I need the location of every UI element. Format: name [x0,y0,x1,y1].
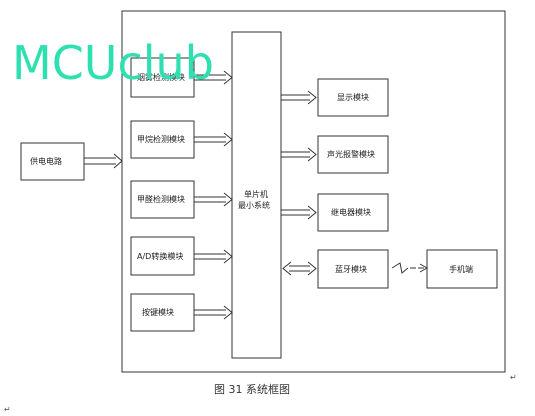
methane-module-block: 甲烷检测模块 [130,120,195,159]
ad-module-block: A/D转换模块 [130,236,195,276]
formaldehyde-to-mcu-arrow [194,192,233,207]
bluetooth-module-block: 蓝牙模块 [317,249,389,289]
mcu-label-line1: 单片机 [244,189,268,199]
power-to-frame-arrow [84,153,123,169]
ad-to-mcu-arrow [194,249,233,264]
mcu-to-alarm-arrow [281,147,317,162]
mcu-bluetooth-bidirectional-arrow [282,261,317,276]
methane-module-label: 甲烷检测模块 [137,134,185,144]
wireless-link [391,262,429,274]
phone-block: 手机端 [426,249,498,289]
bluetooth-module-label: 蓝牙模块 [335,264,367,274]
paragraph-mark: ↵ [510,373,517,382]
methane-to-mcu-arrow [194,132,233,147]
power-supply-label: 供电电路 [30,156,62,166]
mcu-label-line2: 最小系统 [238,200,270,210]
display-module-block: 显示模块 [317,78,389,117]
formaldehyde-module-label: 甲醛检测模块 [137,194,185,204]
formaldehyde-module-block: 甲醛检测模块 [130,180,195,219]
smoke-module-block: 烟雾检测模块 [130,57,195,98]
mcuclub-watermark: MCUclub [12,36,214,90]
phone-label: 手机端 [449,264,473,274]
mcu-block: 单片机 最小系统 [231,31,282,359]
relay-module-label: 继电器模块 [331,207,371,217]
system-frame [121,10,506,373]
key-module-block: 按键模块 [130,293,195,332]
alarm-module-label: 声光报警模块 [327,149,375,159]
key-to-mcu-arrow [194,305,233,320]
key-module-label: 按键模块 [142,307,174,317]
ad-module-label: A/D转换模块 [137,251,183,261]
mcu-to-display-arrow [281,90,317,105]
display-module-label: 显示模块 [337,92,369,102]
power-supply-block: 供电电路 [20,142,85,181]
figure-caption: 图 31 系统框图 [214,383,290,396]
smoke-module-label: 烟雾检测模块 [137,72,185,82]
relay-module-block: 继电器模块 [317,193,389,232]
smoke-to-mcu-arrow [194,70,233,85]
corner-mark: ↵ [4,405,11,414]
alarm-module-block: 声光报警模块 [317,135,389,174]
mcu-to-relay-arrow [281,205,317,220]
